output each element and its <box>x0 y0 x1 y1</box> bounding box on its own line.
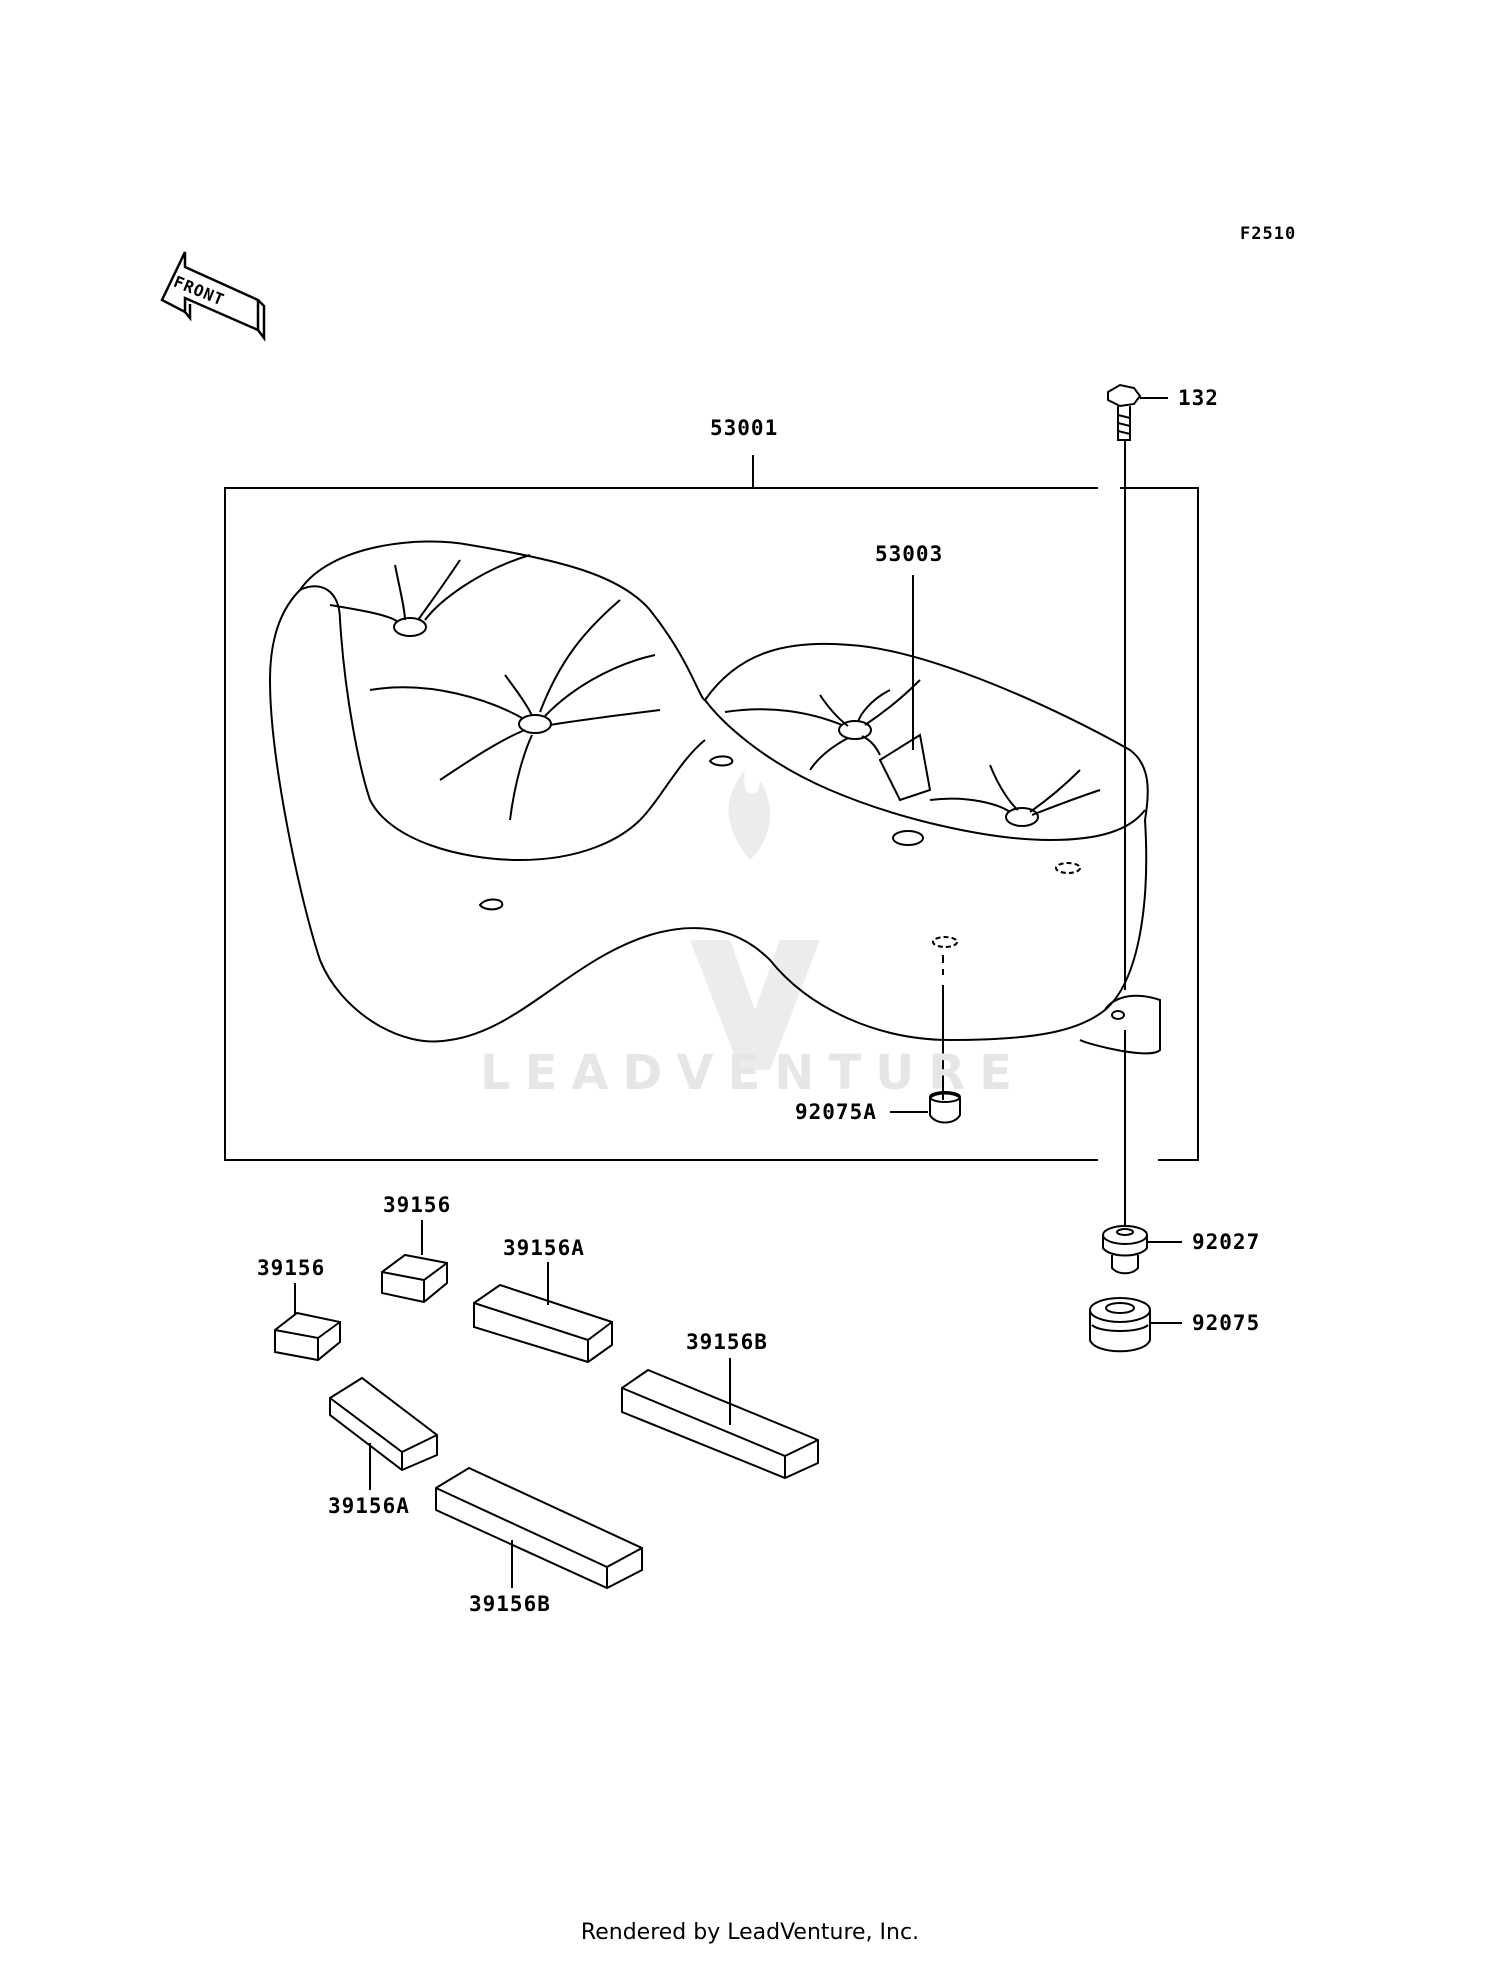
label-92027[interactable]: 92027 <box>1192 1230 1261 1254</box>
seat-drawing <box>268 540 1161 1055</box>
label-39156a-upper[interactable]: 39156A <box>503 1236 585 1260</box>
leader-lines <box>890 397 1182 1324</box>
label-39156-left[interactable]: 39156 <box>257 1256 326 1280</box>
front-arrow-icon <box>160 251 266 342</box>
label-39156a-lower[interactable]: 39156A <box>328 1494 410 1518</box>
diagram-code: F2510 <box>1240 224 1297 244</box>
watermark-logo <box>690 770 820 1070</box>
footer-credit: Rendered by LeadVenture, Inc. <box>580 1920 920 1945</box>
label-39156b-right[interactable]: 39156B <box>686 1330 768 1354</box>
grommet-92075a-drawing <box>929 1091 961 1124</box>
label-53001[interactable]: 53001 <box>710 416 779 440</box>
label-39156b-lower[interactable]: 39156B <box>469 1592 551 1616</box>
label-132[interactable]: 132 <box>1178 386 1219 410</box>
bolt-132-drawing <box>1107 383 1142 441</box>
seat-assembly-box <box>224 455 1199 1161</box>
label-53003[interactable]: 53003 <box>875 542 944 566</box>
grommet-92075-drawing <box>1089 1297 1151 1353</box>
pads-drawing <box>274 1220 819 1590</box>
watermark-text: LEADVENTURE <box>480 1045 1026 1101</box>
label-92075a[interactable]: 92075A <box>795 1100 877 1124</box>
label-92075[interactable]: 92075 <box>1192 1311 1261 1335</box>
collar-92027-drawing <box>1102 1225 1148 1275</box>
label-39156-upper[interactable]: 39156 <box>383 1193 452 1217</box>
